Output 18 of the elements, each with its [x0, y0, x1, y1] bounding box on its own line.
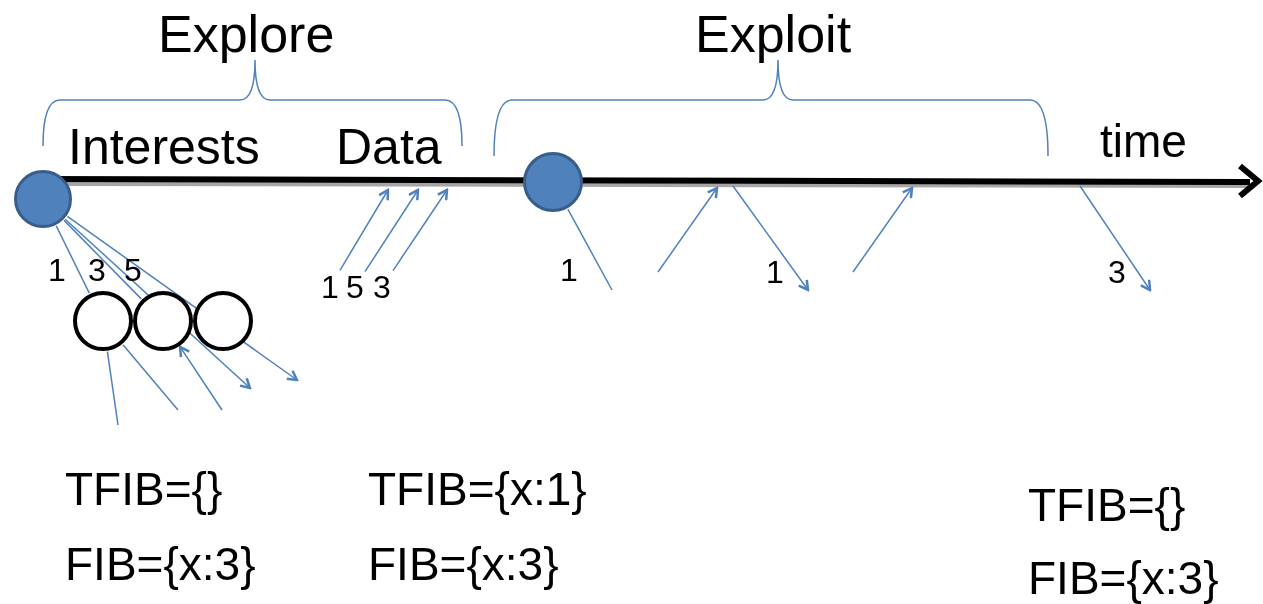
interest-count: 1: [320, 270, 340, 304]
diagram-label: time: [1100, 118, 1187, 164]
interest-count: 5: [345, 270, 365, 304]
connector-line: [122, 343, 179, 411]
arrow: [392, 188, 449, 272]
diagram-label: 1: [560, 254, 578, 286]
arrow: [178, 345, 223, 411]
arrow: [339, 188, 390, 272]
arrow: [364, 188, 420, 273]
diagram-label: 1: [766, 256, 784, 288]
interest-count: 3: [371, 270, 393, 304]
diagram-label: Data: [336, 122, 442, 172]
diagram-label: 3: [88, 254, 106, 286]
diagram-label: Interests: [68, 122, 260, 172]
connector-line: [63, 219, 142, 300]
diagram-label: 1: [48, 254, 66, 286]
diagram-label: 3: [1108, 256, 1126, 288]
connector-line: [106, 350, 119, 426]
